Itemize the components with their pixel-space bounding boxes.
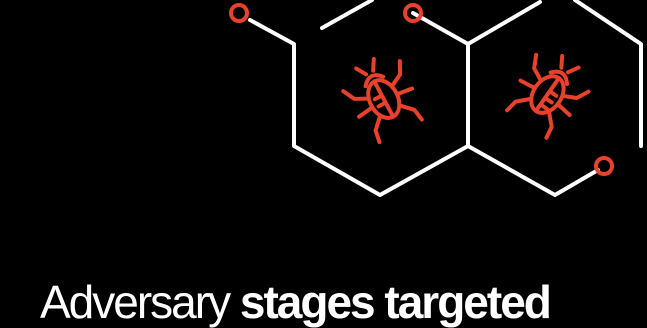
headline: Adversary stages targeted [40,276,552,328]
headline-bold: stages targeted [239,276,552,328]
hexagon-network-icon [248,0,643,197]
bug-icon [341,57,424,145]
bug-icon [505,52,591,140]
node-icon [229,3,614,176]
headline-light: Adversary [40,276,240,328]
